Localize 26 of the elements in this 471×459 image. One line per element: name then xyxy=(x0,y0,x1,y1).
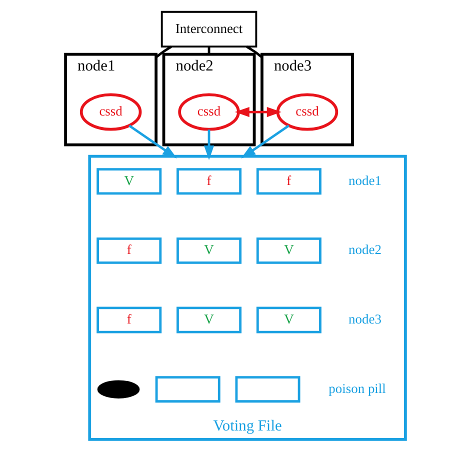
connector xyxy=(246,46,263,58)
node-box: V xyxy=(176,237,242,264)
label: node1 xyxy=(348,172,382,188)
arrow xyxy=(241,124,290,158)
node-ellipse: cssd xyxy=(80,93,142,131)
node-box: V xyxy=(96,168,162,195)
arrow xyxy=(204,130,214,160)
label: poison pill xyxy=(328,380,386,396)
node-box: V xyxy=(256,306,322,334)
node-ellipse xyxy=(97,380,140,398)
node-box: f xyxy=(96,306,162,334)
label: node3 xyxy=(348,312,382,327)
label: node2 xyxy=(348,242,382,258)
node-box xyxy=(235,376,300,403)
node-box: Interconnect xyxy=(160,10,258,48)
node-box: f xyxy=(176,168,242,195)
arrow xyxy=(128,124,177,158)
node-box: f xyxy=(256,168,322,195)
node-ellipse: cssd xyxy=(276,93,338,131)
arrow xyxy=(234,106,282,118)
node-box: V xyxy=(176,306,242,334)
node-box xyxy=(155,376,220,403)
connector xyxy=(155,46,172,58)
node-box: f xyxy=(96,237,162,264)
node-ellipse: cssd xyxy=(178,93,240,131)
node-box: V xyxy=(256,237,322,264)
